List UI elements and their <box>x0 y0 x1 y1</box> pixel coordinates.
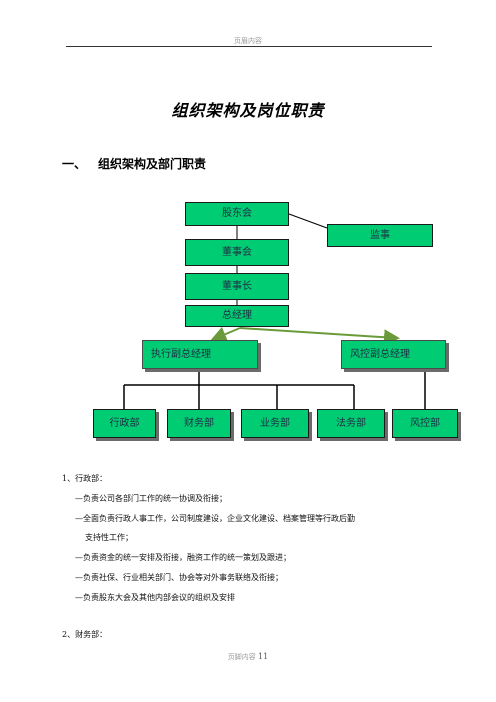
section-number: 一、 <box>62 157 87 171</box>
page-number: 11 <box>258 652 269 661</box>
dept2-title: 2、财务部： <box>62 630 108 639</box>
org-box-shareholders: 股东会 <box>185 202 289 226</box>
dept1-item: —全面负责行政人事工作，公司制度建设，企业文化建设、档案管理等行政后勤 <box>75 514 355 523</box>
org-box-dept-business: 业务部 <box>241 409 309 438</box>
dept1-item: 支持性工作； <box>85 533 133 542</box>
org-box-dept-risk: 风控部 <box>392 409 458 438</box>
dept1-item: —负责社保、行业相关部门、协会等对外事务联络及衔接； <box>75 573 283 582</box>
footer-text: 页脚内容 <box>227 653 256 661</box>
arrow-gm-risk-vp <box>239 327 400 346</box>
header-rule <box>66 46 432 47</box>
org-box-chairman: 董事长 <box>185 273 289 300</box>
org-box-risk-vp: 风控副总经理 <box>341 340 446 369</box>
arrow-gm-exec-vp <box>210 326 241 342</box>
section-heading: 一、组织架构及部门职责 <box>62 155 206 172</box>
page-footer: 页脚内容 11 <box>0 652 496 662</box>
org-box-supervisor: 监事 <box>327 224 433 247</box>
document-title: 组织架构及岗位职责 <box>171 101 325 120</box>
org-box-exec-vp: 执行副总经理 <box>142 340 258 369</box>
org-box-dept-legal: 法务部 <box>317 409 385 438</box>
dept1-item: —负责资金的统一安排及衔接，融资工作的统一策划及跟进； <box>75 553 291 562</box>
org-box-dept-admin: 行政部 <box>93 409 156 438</box>
connector-shareholders-supervisor <box>288 213 328 229</box>
page-header: 页眉内容 <box>234 37 262 45</box>
dept1-item: —负责股东大会及其他内部会议的组织及安排 <box>75 593 235 602</box>
org-box-dept-finance: 财务部 <box>167 409 231 438</box>
section-title: 组织架构及部门职责 <box>98 157 207 171</box>
org-box-gm: 总经理 <box>185 305 289 327</box>
org-box-board: 董事会 <box>185 239 289 266</box>
dept1-item: —负责公司各部门工作的统一协调及衔接； <box>75 494 227 503</box>
dept1-title: 1、行政部： <box>62 474 108 483</box>
